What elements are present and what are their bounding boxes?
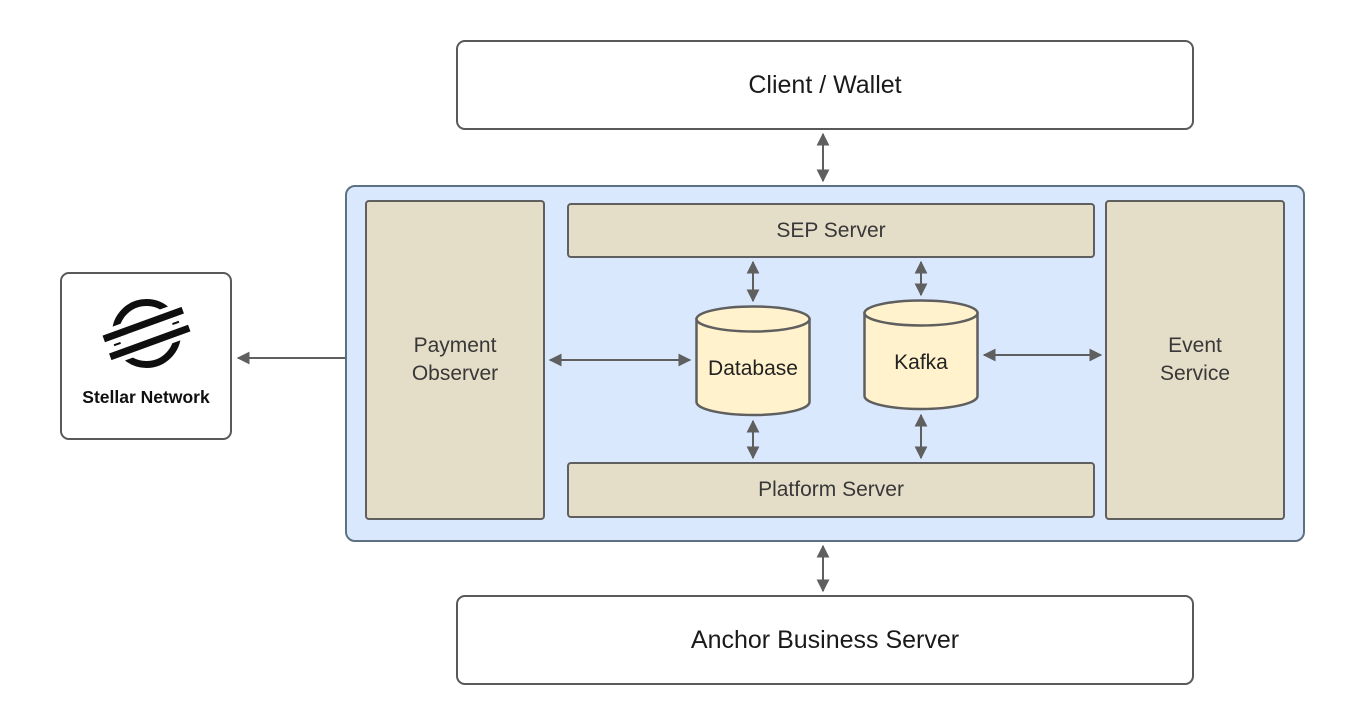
kafka-cylinder-icon [863, 299, 979, 411]
node-event-service: Event Service [1105, 200, 1285, 520]
event-service-label: Event Service [1159, 333, 1231, 385]
node-database: Database [694, 305, 812, 417]
sep-server-label: SEP Server [776, 218, 886, 242]
node-payment-observer: Payment Observer [365, 200, 545, 520]
node-client-wallet: Client / Wallet [456, 40, 1194, 130]
kafka-label: Kafka [894, 351, 948, 374]
node-platform-server: Platform Server [567, 462, 1095, 518]
database-cylinder-icon [695, 305, 811, 417]
node-stellar-network: Stellar Network [60, 272, 232, 440]
platform-server-label: Platform Server [758, 478, 904, 501]
anchor-business-server-label: Anchor Business Server [690, 625, 960, 654]
payment-observer-label: Payment Observer [411, 333, 499, 385]
node-kafka: Kafka [862, 299, 980, 411]
node-anchor-business-server: Anchor Business Server [456, 595, 1194, 685]
database-label: Database [708, 357, 798, 380]
stellar-logo-icon [98, 299, 194, 368]
node-sep-server: SEP Server [567, 203, 1095, 258]
stellar-network-label: Stellar Network [82, 387, 210, 407]
client-wallet-label: Client / Wallet [748, 70, 902, 99]
